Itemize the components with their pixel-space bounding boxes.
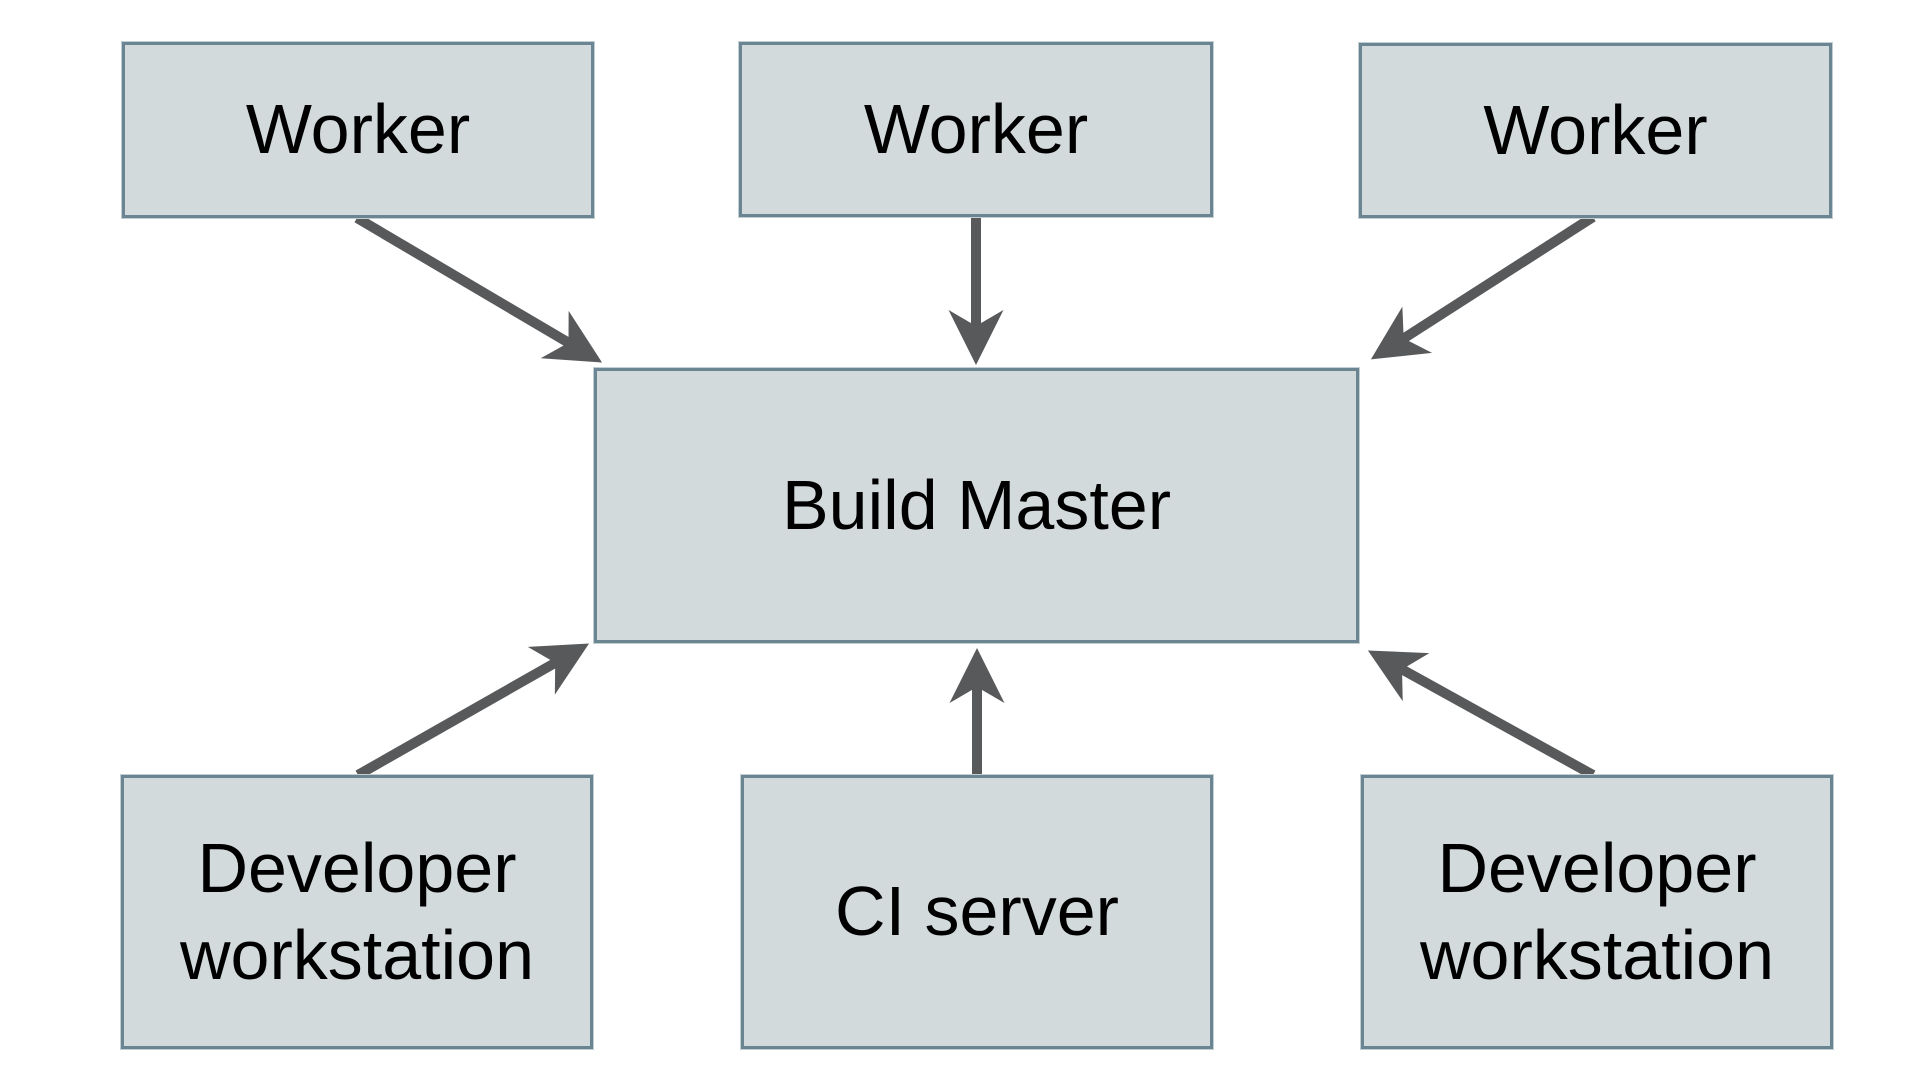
- node-worker-1: Worker: [122, 42, 594, 218]
- arrow-developer-workstation-1-to-build-master: [355, 643, 590, 780]
- node-developer-workstation-2-label: Developer workstation: [1419, 828, 1775, 995]
- arrow-worker-3-to-build-master: [1370, 212, 1596, 360]
- node-worker-3: Worker: [1359, 43, 1832, 218]
- node-build-master-label: Build Master: [781, 465, 1172, 544]
- node-developer-workstation-2: Developer workstation: [1361, 775, 1833, 1049]
- node-ci-server: CI server: [741, 775, 1213, 1049]
- arrow-developer-workstation-2-to-build-master: [1367, 650, 1596, 780]
- node-worker-3-label: Worker: [1483, 90, 1708, 169]
- arrow-worker-1-to-build-master: [354, 213, 603, 363]
- node-developer-workstation-1: Developer workstation: [121, 775, 593, 1049]
- node-ci-server-label: CI server: [835, 872, 1119, 951]
- node-worker-1-label: Worker: [245, 90, 471, 169]
- node-worker-2-label: Worker: [863, 89, 1089, 168]
- node-developer-workstation-1-label: Developer workstation: [179, 828, 535, 995]
- node-worker-2: Worker: [739, 42, 1213, 217]
- node-build-master: Build Master: [594, 368, 1359, 643]
